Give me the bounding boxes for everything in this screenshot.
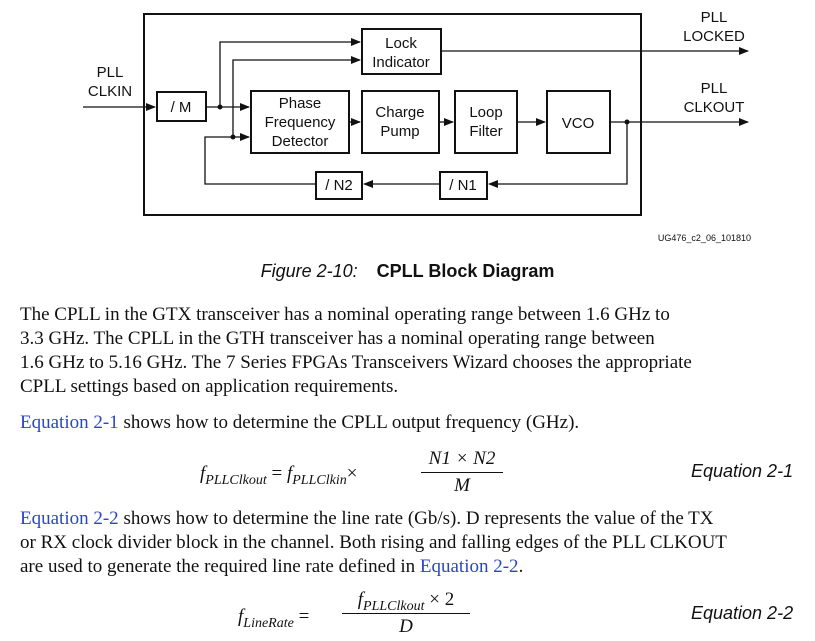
math-operator: = (293, 606, 310, 627)
m-divider-block (156, 91, 207, 122)
equation-2-2-fraction: fPLLClkout × 2 D (342, 589, 470, 638)
math-subscript: LineRate (243, 616, 294, 631)
math-symbol: f (286, 463, 293, 484)
text-line: CPLL settings based on application requi… (20, 376, 399, 397)
clkout-label: PLL (701, 80, 728, 97)
vco-to-n1-wire (488, 122, 628, 188)
text-line: 3.3 GHz. The CPLL in the GTH transceiver… (20, 328, 655, 349)
charge-pump-label: Charge (375, 104, 424, 121)
math-symbol: f (200, 463, 206, 484)
figure-caption: Figure 2-10: CPLL Block Diagram (0, 261, 815, 282)
fraction-bar (421, 472, 503, 473)
math-symbol: f (238, 606, 244, 627)
text-run: are used to generate the required line r… (20, 556, 420, 577)
math-subscript: PLLClkin (292, 473, 347, 488)
junction-dot (217, 104, 223, 110)
math-operator: = (266, 463, 287, 484)
pfd-label: Frequency (265, 114, 336, 131)
cpll-block-diagram: / M Lock Indicator Phase Frequency Detec… (83, 9, 751, 243)
lock-indicator-label: Lock (385, 35, 417, 52)
fraction-denominator: M (454, 475, 470, 496)
ref-to-lock-wire (219, 38, 361, 107)
doc-id: UG476_c2_06_101810 (658, 233, 751, 243)
junction-dot (230, 134, 236, 140)
fraction-numerator: N1 × N2 (428, 448, 496, 469)
locked-label: PLL (701, 9, 728, 26)
equation2-intro: Equation 2-2 shows how to determine the … (20, 507, 810, 579)
math-operator: × 2 (424, 589, 455, 610)
n2-divider-label: / N2 (325, 177, 353, 194)
pfd-label: Detector (272, 133, 329, 150)
figure-number: Figure 2-10: (260, 261, 358, 281)
text-run: . (518, 556, 524, 577)
n2-to-pfd-wire (204, 133, 316, 185)
text-line: Equation 2-2 shows how to determine the … (20, 507, 810, 531)
m-divider-label: / M (171, 99, 192, 116)
equation-2-2-label: Equation 2-2 (691, 603, 794, 623)
clkin-label: CLKIN (88, 83, 132, 100)
text-run: shows how to determine the line rate (Gb… (118, 508, 714, 529)
locked-label: LOCKED (683, 28, 745, 45)
fraction-numerator: fPLLClkout × 2 (342, 589, 470, 614)
vco-label: VCO (562, 115, 595, 132)
text-line: are used to generate the required line r… (20, 555, 810, 579)
equation-2-1-fraction: N1 × N2 M (421, 448, 503, 497)
junction-dot (624, 119, 630, 125)
charge-pump-label: Pump (380, 123, 419, 140)
equation-2-2-link[interactable]: Equation 2-2 (419, 556, 519, 577)
pfd-label: Phase (279, 95, 322, 112)
cpll-boundary (143, 13, 642, 216)
loop-filter-label: Loop (469, 104, 502, 121)
math-symbol: f (357, 589, 364, 610)
lock-indicator-label: Indicator (372, 54, 430, 71)
clkin-label: PLL (97, 64, 124, 81)
equation-2-1-link[interactable]: Equation 2-1 (20, 412, 119, 433)
figure-title: CPLL Block Diagram (376, 261, 555, 281)
equation1-intro: Equation 2-1 shows how to determine the … (20, 411, 810, 435)
fraction-denominator: D (399, 616, 413, 637)
equation-2-1-label: Equation 2-1 (691, 461, 794, 481)
loop-filter-label: Filter (469, 123, 502, 140)
text-line: or RX clock divider block in the channel… (20, 532, 727, 553)
equation-2-1-lhs: fPLLClkout = fPLLClkin× (200, 463, 358, 488)
vco-block (546, 90, 611, 154)
equation-2-2-link[interactable]: Equation 2-2 (20, 508, 119, 529)
n2-divider-block (315, 171, 363, 200)
equation-2-2-lhs: fLineRate = (238, 606, 310, 631)
text-line: The CPLL in the GTX transceiver has a no… (20, 304, 670, 325)
math-subscript: PLLClkout (363, 599, 425, 614)
lock-indicator-block (361, 28, 442, 75)
fb-to-lock-wire (232, 56, 361, 137)
text-run: shows how to determine the CPLL output f… (118, 412, 580, 433)
math-operator: × (346, 463, 358, 484)
n1-divider-block (439, 171, 488, 200)
fraction-bar (342, 613, 470, 614)
charge-pump-block (361, 90, 440, 154)
loop-filter-block (454, 90, 518, 154)
n1-divider-label: / N1 (449, 177, 477, 194)
text-line: 1.6 GHz to 5.16 GHz. The 7 Series FPGAs … (20, 352, 692, 373)
clkout-label: CLKOUT (684, 99, 745, 116)
math-subscript: PLLClkout (205, 473, 267, 488)
intro-paragraph: The CPLL in the GTX transceiver has a no… (20, 303, 810, 399)
